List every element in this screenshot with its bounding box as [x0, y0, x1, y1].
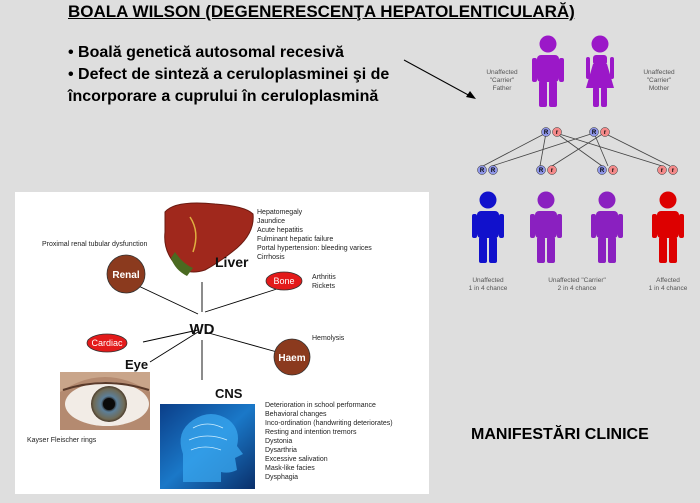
- bone-item-2: Rickets: [312, 283, 335, 290]
- outcome-1-line1: Unaffected: [472, 277, 504, 284]
- svg-text:Fulminant hepatic failure: Fulminant hepatic failure: [257, 236, 333, 243]
- cardiac-label: Cardiac: [91, 338, 123, 348]
- mother-label-3: Mother: [649, 85, 670, 92]
- parent-alleles: R r R r: [541, 127, 610, 137]
- haem-item: Hemolysis: [312, 335, 345, 342]
- mother-figure-icon: [586, 35, 614, 107]
- bullet-list: • Boală genetică autosomal recesivă • De…: [68, 42, 468, 108]
- svg-text:R: R: [539, 168, 544, 174]
- svg-text:Inco-ordination (handwriting d: Inco-ordination (handwriting deteriorate…: [265, 420, 393, 427]
- bullet-2-continued: încorporare a cuprului în ceruloplasmină: [68, 88, 379, 105]
- child-affected-icon: [652, 191, 684, 263]
- svg-text:r: r: [612, 168, 615, 174]
- outcome-2-line1: Unaffected "Carrier": [548, 277, 606, 284]
- mother-label-2: "Carrier": [647, 77, 672, 84]
- svg-text:R: R: [544, 130, 549, 136]
- svg-text:r: r: [672, 168, 675, 174]
- svg-text:r: r: [556, 130, 559, 136]
- svg-text:Portal hypertension: bleeding: Portal hypertension: bleeding varices: [257, 245, 372, 252]
- svg-text:Resting and intention tremors: Resting and intention tremors: [265, 429, 357, 436]
- outcome-3-line2: 1 in 4 chance: [649, 285, 688, 292]
- father-figure-icon: [532, 35, 564, 107]
- cardiac-node: [86, 333, 128, 353]
- svg-text:Jaundice: Jaundice: [257, 218, 285, 225]
- father-label-1: Unaffected: [486, 69, 518, 76]
- svg-text:R: R: [480, 168, 485, 174]
- clinical-manifestations-caption: MANIFESTĂRI CLINICE: [471, 426, 649, 443]
- cns-label: CNS: [215, 386, 243, 401]
- cns-items: Deterioration in school performance Beha…: [265, 402, 393, 481]
- bone-node: [265, 271, 303, 291]
- bullet-2: • Defect de sinteză a ceruloplasminei şi…: [68, 66, 390, 83]
- svg-text:Deterioration in school perfor: Deterioration in school performance: [265, 402, 376, 409]
- svg-text:Cirrhosis: Cirrhosis: [257, 254, 285, 261]
- renal-node: [106, 254, 146, 294]
- svg-text:Acute hepatitis: Acute hepatitis: [257, 227, 303, 234]
- eye-note: Kayser Fleischer rings: [27, 437, 97, 444]
- svg-text:Hepatomegaly: Hepatomegaly: [257, 209, 303, 216]
- center-wd-label: WD: [190, 321, 215, 338]
- svg-text:Dysphagia: Dysphagia: [265, 474, 298, 481]
- diagram-spokes: [129, 281, 281, 380]
- svg-text:Dysarthria: Dysarthria: [265, 447, 297, 454]
- svg-text:R: R: [491, 168, 496, 174]
- outcome-1-line2: 1 in 4 chance: [469, 285, 508, 292]
- svg-text:Mask-like facies: Mask-like facies: [265, 465, 315, 472]
- inheritance-pedigree: Unaffected "Carrier" Father Unaffected "…: [469, 35, 688, 292]
- child-unaffected-icon: [472, 191, 504, 263]
- svg-text:Behavioral changes: Behavioral changes: [265, 411, 327, 418]
- svg-text:r: r: [604, 130, 607, 136]
- child-alleles: R R R r R r r r: [477, 165, 678, 175]
- haem-node: [273, 338, 311, 376]
- manifestations-diagram: Liver Hepatomegaly Jaundice Acute hepati…: [15, 192, 429, 494]
- renal-note: Proximal renal tubular dysfunction: [42, 241, 148, 248]
- bullet-1: • Boală genetică autosomal recesivă: [68, 44, 344, 61]
- father-label-3: Father: [493, 85, 513, 92]
- eye-photo: [60, 372, 150, 430]
- liver-items: Hepatomegaly Jaundice Acute hepatitis Fu…: [257, 209, 372, 261]
- eye-label: Eye: [125, 357, 148, 372]
- father-label-2: "Carrier": [490, 77, 515, 84]
- slide-title: BOALA WILSON (DEGENERESCENŢA HEPATOLENTI…: [68, 2, 575, 21]
- child-carrier-2-icon: [591, 191, 623, 263]
- child-carrier-1-icon: [530, 191, 562, 263]
- outcome-3-line1: Affected: [656, 277, 680, 284]
- outcome-2-line2: 2 in 4 chance: [558, 285, 597, 292]
- svg-text:R: R: [600, 168, 605, 174]
- mother-label-1: Unaffected: [643, 69, 675, 76]
- bone-item-1: Arthritis: [312, 274, 336, 281]
- inheritance-lines: [482, 132, 671, 167]
- svg-text:R: R: [592, 130, 597, 136]
- haem-label: Haem: [278, 353, 305, 364]
- brain-scan-icon: [160, 404, 255, 489]
- svg-text:Dystonia: Dystonia: [265, 438, 292, 445]
- bone-label: Bone: [273, 276, 294, 286]
- renal-label: Renal: [112, 270, 139, 281]
- liver-label: Liver: [215, 254, 249, 270]
- svg-text:r: r: [551, 168, 554, 174]
- svg-text:Excessive salivation: Excessive salivation: [265, 456, 328, 463]
- svg-text:r: r: [661, 168, 664, 174]
